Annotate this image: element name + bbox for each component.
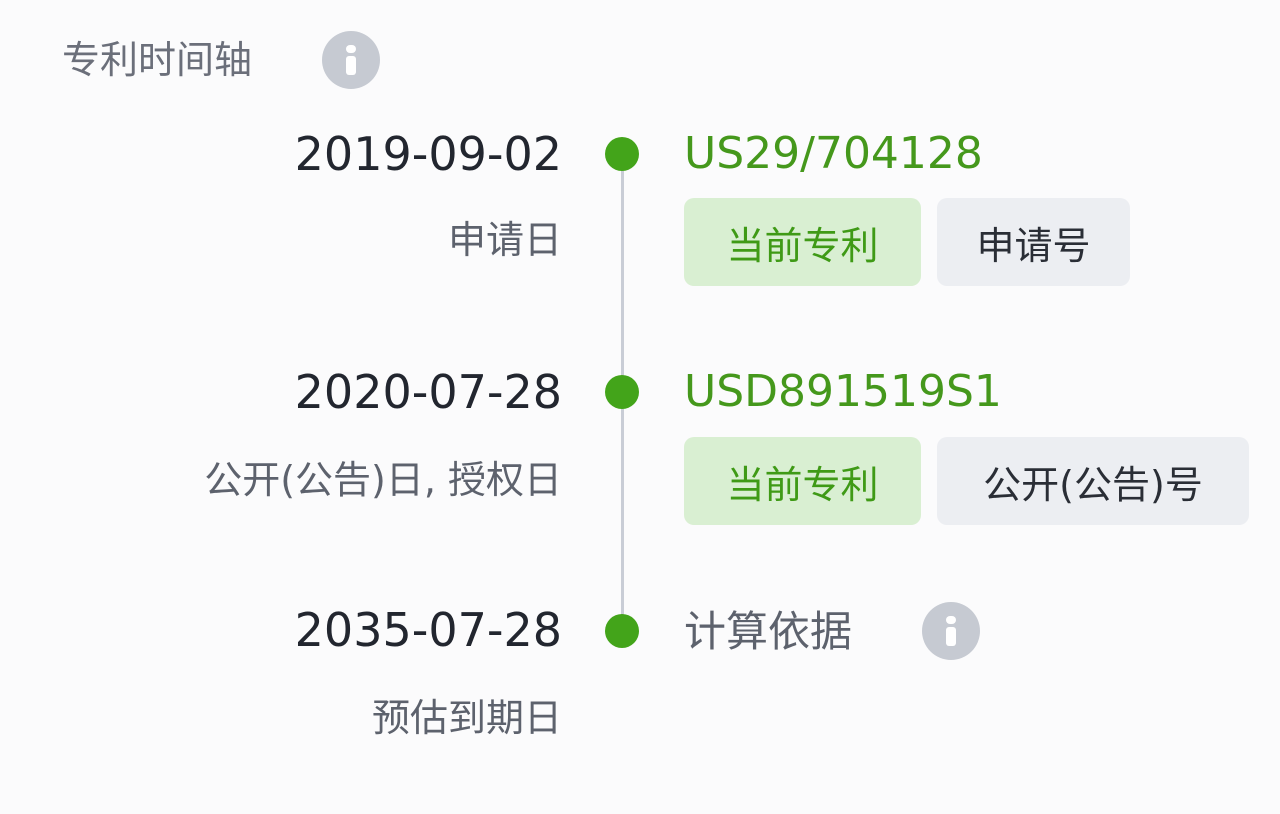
timeline-dot: [605, 614, 639, 648]
patent-number-link[interactable]: US29/704128: [684, 128, 983, 179]
timeline-dot: [605, 375, 639, 409]
current-patent-tag: 当前专利: [684, 437, 921, 525]
info-glyph: [946, 616, 956, 646]
current-patent-tag: 当前专利: [684, 198, 921, 286]
info-icon[interactable]: [322, 31, 380, 89]
page-title: 专利时间轴: [62, 38, 253, 82]
timeline-date: 2035-07-28: [294, 603, 562, 657]
timeline-date-type: 公开(公告)日, 授权日: [204, 458, 562, 502]
timeline-date: 2020-07-28: [294, 365, 562, 419]
timeline-dot: [605, 137, 639, 171]
number-type-tag: 公开(公告)号: [937, 437, 1249, 525]
timeline-date-type: 申请日: [447, 218, 562, 262]
calculation-basis-label: 计算依据: [684, 607, 853, 656]
number-type-tag: 申请号: [937, 198, 1130, 286]
patent-number-link[interactable]: USD891519S1: [684, 366, 1002, 417]
info-glyph: [346, 45, 356, 75]
calculation-basis-info-icon[interactable]: [922, 602, 980, 660]
timeline-date-type: 预估到期日: [371, 696, 562, 740]
timeline-date: 2019-09-02: [294, 127, 562, 181]
